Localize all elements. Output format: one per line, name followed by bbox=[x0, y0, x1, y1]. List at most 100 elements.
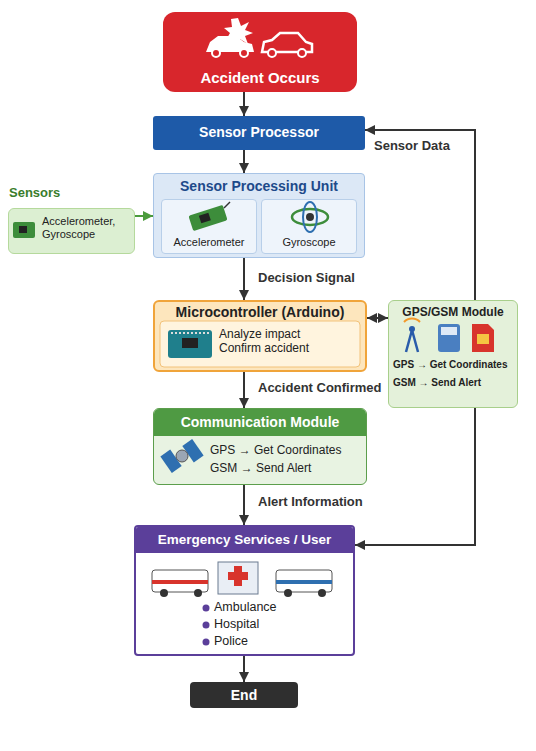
node-text: Analyze impact Confirm accident bbox=[219, 327, 329, 356]
node-title: End bbox=[190, 687, 298, 704]
node-title: Gyroscope bbox=[262, 236, 356, 249]
emergency-icons bbox=[152, 562, 332, 646]
connector bbox=[243, 372, 245, 408]
node-title: Communication Module bbox=[154, 409, 366, 436]
ambulance-stripe bbox=[276, 580, 332, 584]
chip bbox=[182, 338, 198, 348]
wheel bbox=[318, 589, 326, 597]
gps-gsm-icons bbox=[404, 319, 494, 352]
sensor-input-box: SensorsAccelerometer, Gyroscope bbox=[8, 208, 135, 254]
sim-card bbox=[472, 324, 494, 352]
connector bbox=[243, 258, 245, 300]
node-title: Microcontroller (Arduino) bbox=[155, 304, 365, 321]
hospital-cross bbox=[234, 566, 242, 586]
car-outline bbox=[262, 33, 312, 52]
wheel bbox=[298, 49, 306, 57]
sensor-board bbox=[188, 205, 227, 231]
gyro-ring bbox=[292, 209, 328, 225]
node-text: GSM → Send Alert bbox=[210, 461, 360, 475]
controller-box: Microcontroller (Arduino) Analyze impact … bbox=[153, 300, 367, 372]
satellite-body bbox=[176, 450, 188, 462]
node-title: Accident Occurs bbox=[163, 69, 357, 87]
node-text: GSM → Send Alert bbox=[393, 377, 515, 389]
edge-label: Decision Signal bbox=[256, 270, 357, 285]
group-box: Accelerometer Gyroscope Sensor Processing … bbox=[153, 173, 365, 258]
node-title: Sensor Processing Unit bbox=[154, 178, 364, 195]
gyroscope-icon bbox=[292, 202, 328, 232]
ambulance-body bbox=[276, 570, 332, 592]
antenna bbox=[224, 202, 230, 208]
gsm-screen bbox=[441, 327, 457, 335]
gsm-device bbox=[438, 324, 460, 352]
arduino-icon bbox=[160, 321, 360, 367]
pin-header bbox=[171, 332, 209, 334]
edge-label: Sensor Data bbox=[372, 138, 452, 153]
satellite-icon bbox=[160, 439, 203, 473]
connector bbox=[243, 150, 245, 173]
sensor-board bbox=[13, 222, 35, 238]
connector bbox=[135, 215, 153, 217]
bullet bbox=[203, 639, 210, 646]
node-title: Accelerometer bbox=[162, 236, 256, 249]
bullet bbox=[203, 605, 210, 612]
tower-leg bbox=[412, 330, 418, 352]
connector bbox=[365, 130, 475, 300]
crash-icon bbox=[206, 18, 312, 57]
sensor-box: Gyroscope bbox=[261, 199, 357, 254]
sensor-board-icon bbox=[13, 222, 35, 238]
connector bbox=[243, 656, 245, 682]
connector bbox=[243, 92, 245, 116]
connector bbox=[367, 317, 388, 319]
node-title: GPS/GSM Module bbox=[389, 305, 517, 319]
gyro-core bbox=[306, 213, 314, 221]
wheel bbox=[240, 49, 248, 57]
gyro-ring bbox=[303, 202, 317, 232]
chip bbox=[199, 213, 211, 224]
module-box: Communication ModuleGPS → Get Coordinate… bbox=[153, 408, 367, 485]
process-box: Sensor Processor bbox=[153, 116, 365, 150]
car-shape bbox=[206, 36, 254, 52]
impact-burst bbox=[224, 18, 253, 46]
connector bbox=[355, 408, 475, 545]
bullet bbox=[203, 622, 210, 629]
wheel bbox=[194, 589, 202, 597]
edge-label: Alert Information bbox=[256, 494, 365, 509]
event-box: Accident Occurs bbox=[163, 12, 357, 92]
service-box: Emergency Services / UserAmbulanceHospit… bbox=[134, 525, 355, 656]
node-text: Ambulance bbox=[214, 599, 344, 616]
wheel bbox=[268, 49, 276, 57]
node-text: Police bbox=[214, 633, 344, 650]
edge-label: Accident Confirmed bbox=[256, 380, 384, 395]
solar-panel bbox=[160, 450, 181, 473]
hospital-building bbox=[218, 562, 258, 594]
node-text: Accelerometer, Gyroscope bbox=[42, 215, 130, 241]
accelerometer-icon bbox=[188, 202, 230, 231]
hospital-cross bbox=[228, 572, 248, 580]
tower-top bbox=[409, 326, 415, 332]
arduino-board bbox=[168, 330, 212, 358]
inner-panel bbox=[160, 321, 360, 367]
signal-arc bbox=[404, 319, 420, 322]
sim-chip bbox=[477, 334, 489, 344]
sensor-box: Accelerometer bbox=[161, 199, 257, 254]
node-title: Sensors bbox=[9, 185, 129, 201]
tower-leg bbox=[406, 330, 412, 352]
solar-panel bbox=[182, 439, 203, 462]
module-box: GPS/GSM ModuleGPS → Get CoordinatesGSM →… bbox=[388, 300, 518, 408]
wheel bbox=[212, 49, 220, 57]
node-title: Emergency Services / User bbox=[136, 527, 353, 553]
node-title: Sensor Processor bbox=[153, 124, 365, 141]
ambulance-body bbox=[152, 570, 208, 592]
chip bbox=[19, 226, 27, 233]
ambulance-stripe bbox=[152, 580, 208, 584]
node-text: Hospital bbox=[214, 616, 344, 633]
connector bbox=[243, 485, 245, 525]
wheel bbox=[160, 589, 168, 597]
wheel bbox=[284, 589, 292, 597]
terminal-box: End bbox=[190, 682, 298, 708]
node-text: GPS → Get Coordinates bbox=[210, 443, 360, 457]
node-text: GPS → Get Coordinates bbox=[393, 359, 515, 371]
